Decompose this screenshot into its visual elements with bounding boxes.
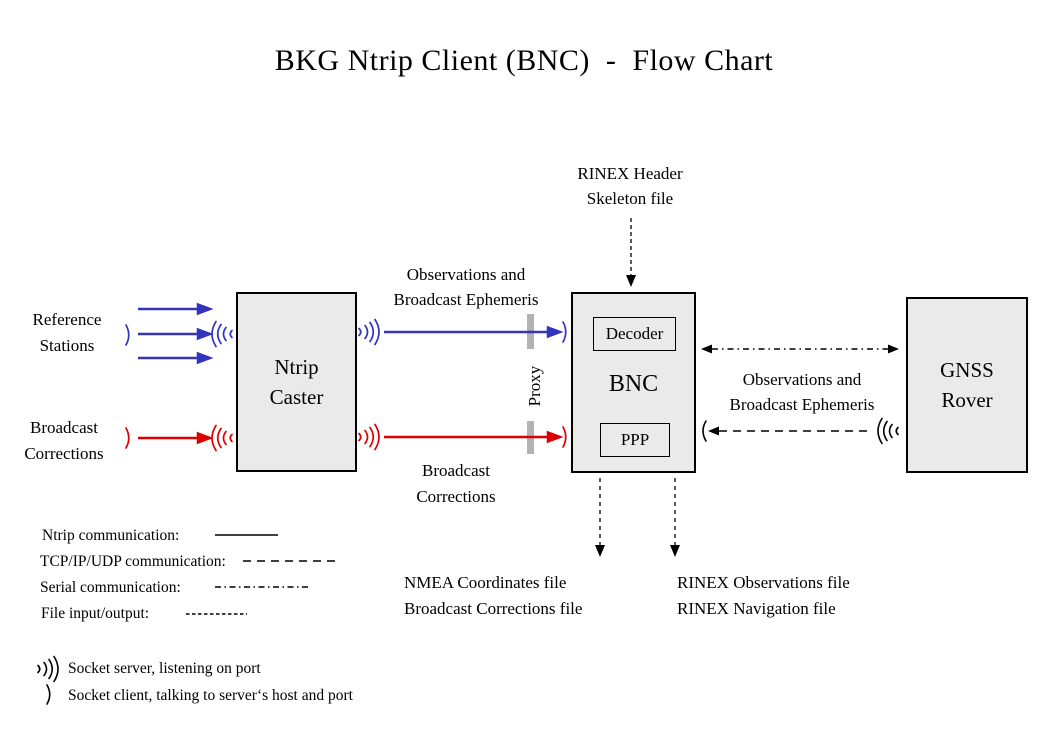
observations-arrow: [384, 325, 564, 339]
legend-item-tcp: TCP/IP/UDP communication:: [40, 553, 226, 570]
socket-client-icon-red-left: [125, 427, 130, 449]
socket-client-icon-black-bnc: [702, 420, 707, 442]
rinex-header-skeleton-label: RINEX Header Skeleton file: [577, 164, 683, 208]
ntrip-caster-box: Ntrip Caster: [236, 292, 357, 472]
socket-client-legend-icon: [46, 684, 51, 705]
reference-stations-label: Reference Stations: [32, 310, 102, 355]
decoder-box: Decoder: [593, 317, 676, 351]
legend-item-ntrip: Ntrip communication:: [42, 527, 180, 544]
observations-ephemeris-right-label: Observations and Broadcast Ephemeris: [729, 370, 875, 414]
socket-client-icon-red-bnc: [562, 426, 567, 448]
broadcast-corrections-mid-label: Broadcast Corrections: [416, 461, 496, 506]
socket-server-icon-red-caster-out: [358, 423, 380, 451]
broadcast-corrections-in-label: Broadcast Corrections: [24, 418, 104, 463]
legend-item-serial: Serial communication:: [40, 579, 181, 596]
socket-server-icon-blue-caster-in: [211, 320, 233, 348]
corrections-mid-arrow: [384, 430, 564, 444]
proxy-label: Proxy: [525, 365, 544, 407]
rinex-file-arrow: [670, 478, 680, 557]
corrections-in-arrow: [138, 431, 214, 445]
socket-server-icon-black-rover: [877, 417, 899, 445]
bnc-label: BNC: [608, 371, 659, 397]
socket-server-icon-blue-caster-out: [358, 318, 380, 346]
serial-link-arrow: [701, 344, 899, 354]
socket-client-icon-blue-bnc: [562, 321, 567, 343]
reference-streams-arrows: [138, 302, 214, 365]
socket-client-legend-label: Socket client, talking to server‘s host …: [68, 687, 353, 704]
ppp-box: PPP: [600, 423, 670, 457]
socket-server-legend-icon: [37, 655, 59, 683]
rinex-output-label: RINEX Observations file RINEX Navigation…: [677, 573, 850, 618]
observations-ephemeris-top-label: Observations and Broadcast Ephemeris: [393, 265, 539, 309]
legend-item-file: File input/output:: [41, 605, 150, 622]
socket-client-icon-blue-left: [125, 324, 130, 346]
socket-server-legend-label: Socket server, listening on port: [68, 660, 261, 677]
bnc-box: Decoder BNC PPP: [571, 292, 696, 473]
gnss-rover-box: GNSS Rover: [906, 297, 1028, 473]
socket-server-icon-red-caster-in: [211, 424, 233, 452]
rinex-header-file-arrow: [626, 218, 636, 287]
nmea-file-arrow: [595, 478, 605, 557]
page-title: BKG Ntrip Client (BNC) - Flow Chart: [274, 44, 774, 77]
nmea-output-label: NMEA Coordinates file Broadcast Correcti…: [404, 573, 583, 618]
rover-observations-arrow: [708, 426, 869, 436]
